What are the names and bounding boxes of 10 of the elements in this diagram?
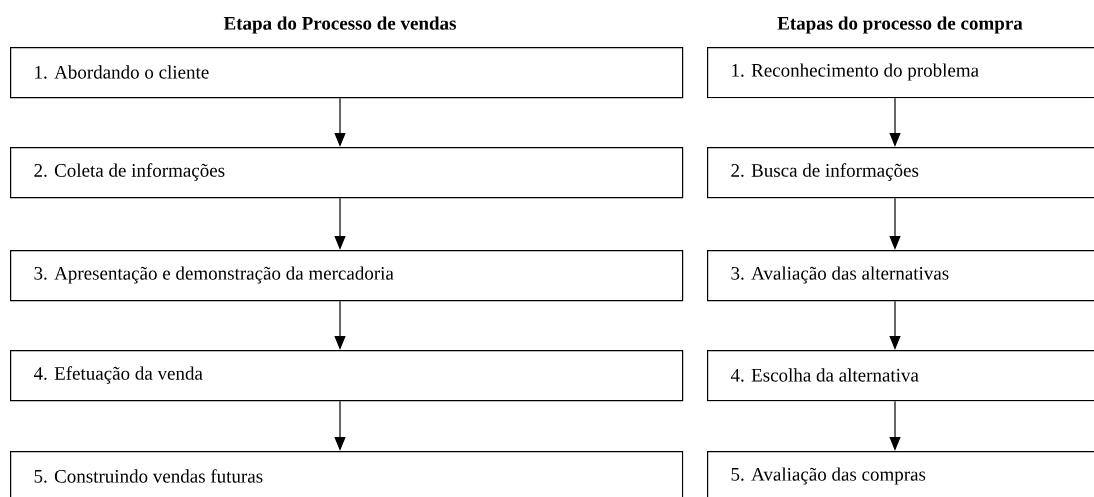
step-box: 4. Escolha da alternativa — [707, 350, 1094, 402]
step-box: 3. Apresentação e demonstração da mercadoria — [10, 250, 684, 302]
step-box: 2. Coleta de informações — [10, 147, 684, 199]
step-box: 5. Construindo vendas futuras — [10, 451, 684, 497]
step-box: 2. Busca de informações — [707, 147, 1094, 199]
step-box: 3. Avaliação das alternativas — [707, 250, 1094, 302]
step-box: 5. Avaliação das compras — [707, 451, 1094, 497]
step-box: 1. Abordando o cliente — [10, 47, 684, 99]
step-box: 1. Reconhecimento do problema — [707, 47, 1094, 99]
step-box: 4. Efetuação da venda — [10, 350, 684, 402]
